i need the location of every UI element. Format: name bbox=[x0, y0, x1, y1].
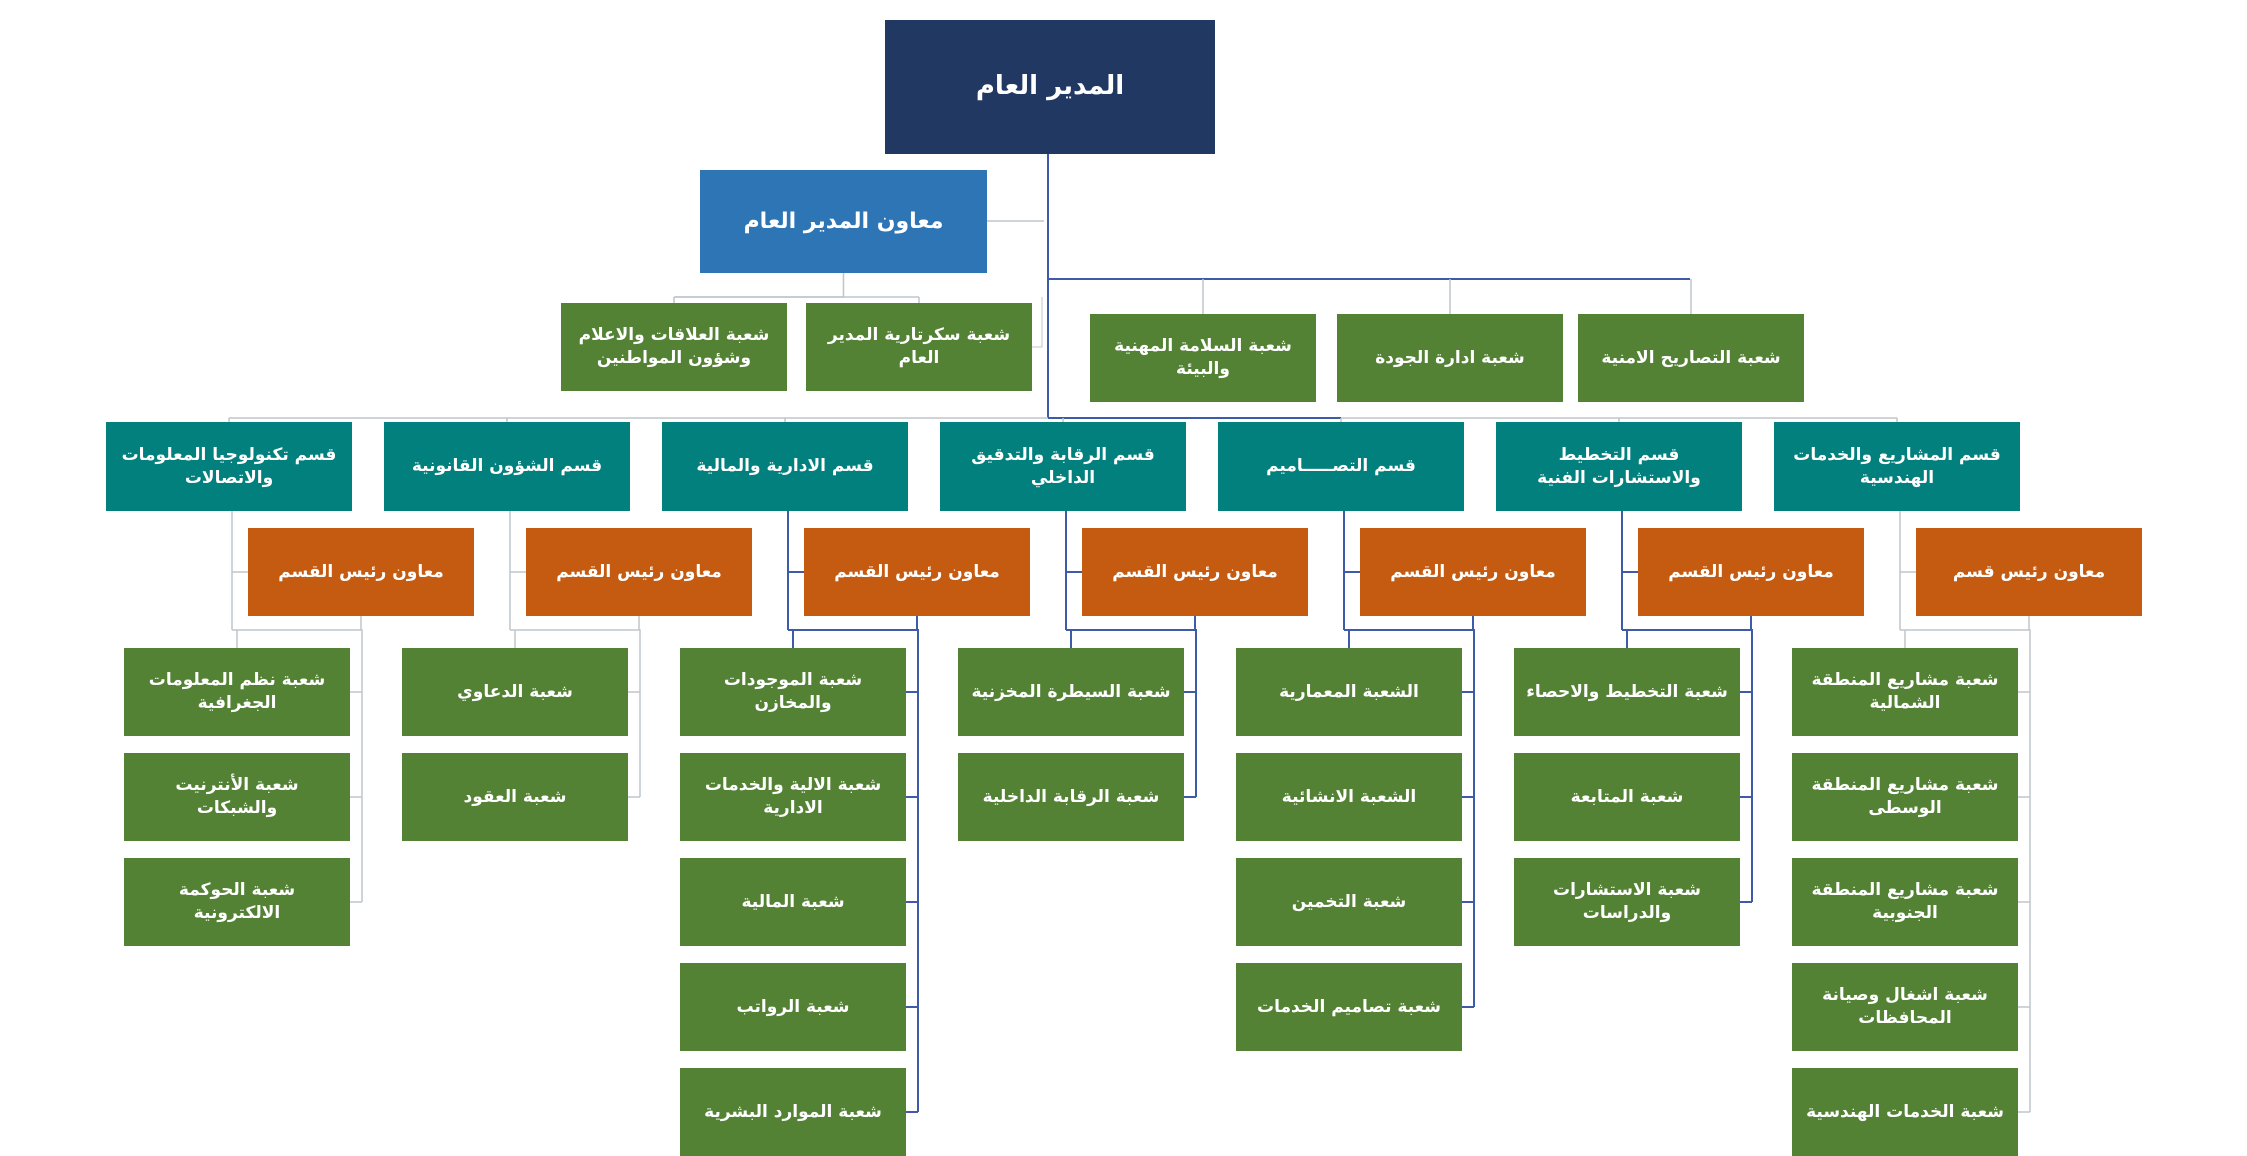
assistant-head-box: معاون رئيس القسم bbox=[1082, 528, 1308, 616]
deputy-section-box: شعبة العلاقات والاعلام وشؤون المواطنين bbox=[561, 303, 787, 391]
section-box: شعبة الرواتب bbox=[680, 963, 906, 1051]
assistant-head-box: معاون رئيس القسم bbox=[1360, 528, 1586, 616]
department-box: قسم التخطيط والاستشارات الفنية bbox=[1496, 422, 1742, 511]
department-box: قسم الشؤون القانونية bbox=[384, 422, 630, 511]
connector-line bbox=[1473, 629, 1475, 1007]
section-box: الشعبة المعمارية bbox=[1236, 648, 1462, 736]
assistant-head-box: معاون رئيس قسم bbox=[1916, 528, 2142, 616]
connector-line bbox=[1032, 297, 1043, 348]
connector-line bbox=[1195, 629, 1197, 797]
section-box: شعبة الحوكمة الالكترونية bbox=[124, 858, 350, 946]
section-box: شعبة مشاريع المنطقة الشمالية bbox=[1792, 648, 2018, 736]
connector-line bbox=[1900, 616, 2030, 631]
section-box: شعبة نظم المعلومات الجغرافية bbox=[124, 648, 350, 736]
assistant-head-box: معاون رئيس القسم bbox=[1638, 528, 1864, 616]
section-box: شعبة الخدمات الهندسية bbox=[1792, 1068, 2018, 1156]
section-box: شعبة الموارد البشرية bbox=[680, 1068, 906, 1156]
connector-line bbox=[639, 629, 641, 797]
section-box: شعبة الاستشارات والدراسات bbox=[1514, 858, 1740, 946]
section-box: شعبة الدعاوي bbox=[402, 648, 628, 736]
connector-line bbox=[1066, 616, 1196, 631]
section-box: شعبة اشغال وصيانة المحافظات bbox=[1792, 963, 2018, 1051]
section-box: شعبة الأنترنيت والشبكات bbox=[124, 753, 350, 841]
connector-line bbox=[1344, 616, 1474, 631]
connector-line bbox=[232, 616, 362, 631]
connector-line bbox=[788, 616, 918, 631]
section-box: شعبة المالية bbox=[680, 858, 906, 946]
assistant-head-box: معاون رئيس القسم bbox=[526, 528, 752, 616]
section-box: الشعبة الانشائية bbox=[1236, 753, 1462, 841]
department-box: قسم تكنولوجيا المعلومات والاتصالات bbox=[106, 422, 352, 511]
direct-section-box: شعبة السلامة المهنية والبيئة bbox=[1090, 314, 1316, 402]
assistant-head-box: معاون رئيس القسم bbox=[248, 528, 474, 616]
section-box: شعبة المتابعة bbox=[1514, 753, 1740, 841]
deputy-section-box: شعبة سكرتارية المدير العام bbox=[806, 303, 1032, 391]
deputy-manager-box: معاون المدير العام bbox=[700, 170, 987, 273]
section-box: شعبة مشاريع المنطقة الجنوبية bbox=[1792, 858, 2018, 946]
section-box: شعبة التخطيط والاحصاء bbox=[1514, 648, 1740, 736]
department-box: قسم المشاريع والخدمات الهندسية bbox=[1774, 422, 2020, 511]
section-box: شعبة العقود bbox=[402, 753, 628, 841]
section-box: شعبة مشاريع المنطقة الوسطى bbox=[1792, 753, 2018, 841]
connector-line bbox=[361, 629, 363, 902]
connector-line bbox=[2029, 629, 2031, 1112]
department-box: قسم التصـــــاميم bbox=[1218, 422, 1464, 511]
direct-section-box: شعبة التصاريح الامنية bbox=[1578, 314, 1804, 402]
connector-line bbox=[675, 273, 845, 298]
section-box: شعبة التخمين bbox=[1236, 858, 1462, 946]
assistant-head-box: معاون رئيس القسم bbox=[804, 528, 1030, 616]
general-manager-box: المدير العام bbox=[885, 20, 1215, 154]
connector-line bbox=[1751, 629, 1753, 902]
department-box: قسم الرقابة والتدقيق الداخلي bbox=[940, 422, 1186, 511]
connector-line bbox=[1622, 616, 1752, 631]
section-box: شعبة السيطرة المخزنية bbox=[958, 648, 1184, 736]
section-box: شعبة الموجودات والمخازن bbox=[680, 648, 906, 736]
department-box: قسم الادارية والمالية bbox=[662, 422, 908, 511]
connector-line bbox=[917, 629, 919, 1112]
section-box: شعبة الرقابة الداخلية bbox=[958, 753, 1184, 841]
section-box: شعبة الالية والخدمات الادارية bbox=[680, 753, 906, 841]
connector-line bbox=[510, 616, 640, 631]
section-box: شعبة تصاميم الخدمات bbox=[1236, 963, 1462, 1051]
direct-section-box: شعبة ادارة الجودة bbox=[1337, 314, 1563, 402]
